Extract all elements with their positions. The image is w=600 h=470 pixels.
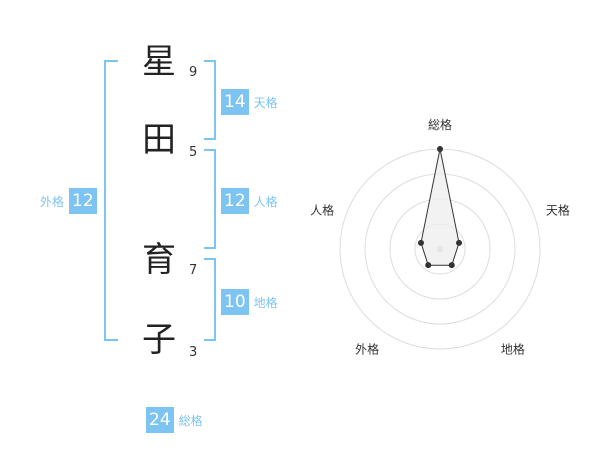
soukaku-label: 総格 <box>178 413 203 428</box>
radar-point-3 <box>448 262 455 269</box>
name-char-3: 育 <box>142 240 176 280</box>
radar-point-4 <box>425 262 432 269</box>
jinkaku-label: 人格 <box>253 194 278 209</box>
tenkaku-bracket <box>204 60 216 140</box>
radar-axis-label-1: 総格 <box>428 117 452 132</box>
soukaku-value: 24 <box>146 407 174 433</box>
gaikaku-value: 12 <box>69 188 97 214</box>
gaikaku-badge: 外格 12 <box>40 188 97 214</box>
stroke-count-2: 5 <box>189 145 198 160</box>
chikaku-label: 地格 <box>253 295 278 310</box>
radar-point-1 <box>437 146 443 152</box>
radar-series-area <box>420 148 460 266</box>
radar-axis-label-2: 天格 <box>546 203 570 218</box>
name-char-1: 星 <box>142 42 176 82</box>
gaikaku-bracket <box>104 60 118 341</box>
radar-point-2 <box>456 239 463 246</box>
radar-axis-label-3: 地格 <box>501 341 525 356</box>
jinkaku-bracket <box>204 149 216 249</box>
soukaku-badge: 24 総格 <box>146 407 203 433</box>
gaikaku-label: 外格 <box>40 194 65 209</box>
chikaku-value: 10 <box>221 289 249 315</box>
tenkaku-value: 14 <box>221 89 249 115</box>
radar-axis-label-4: 外格 <box>355 341 379 356</box>
tenkaku-badge: 14 天格 <box>221 89 278 115</box>
name-char-4: 子 <box>142 320 176 360</box>
chikaku-badge: 10 地格 <box>221 289 278 315</box>
radar-point-5 <box>417 239 424 246</box>
stroke-count-3: 7 <box>189 263 198 278</box>
stroke-count-4: 3 <box>189 345 198 360</box>
jinkaku-badge: 12 人格 <box>221 188 278 214</box>
radar-axis-label-5: 人格 <box>310 203 334 218</box>
jinkaku-value: 12 <box>221 188 249 214</box>
tenkaku-label: 天格 <box>253 95 278 110</box>
stroke-count-1: 9 <box>189 65 198 80</box>
name-char-2: 田 <box>142 120 176 160</box>
chikaku-bracket <box>204 258 216 341</box>
